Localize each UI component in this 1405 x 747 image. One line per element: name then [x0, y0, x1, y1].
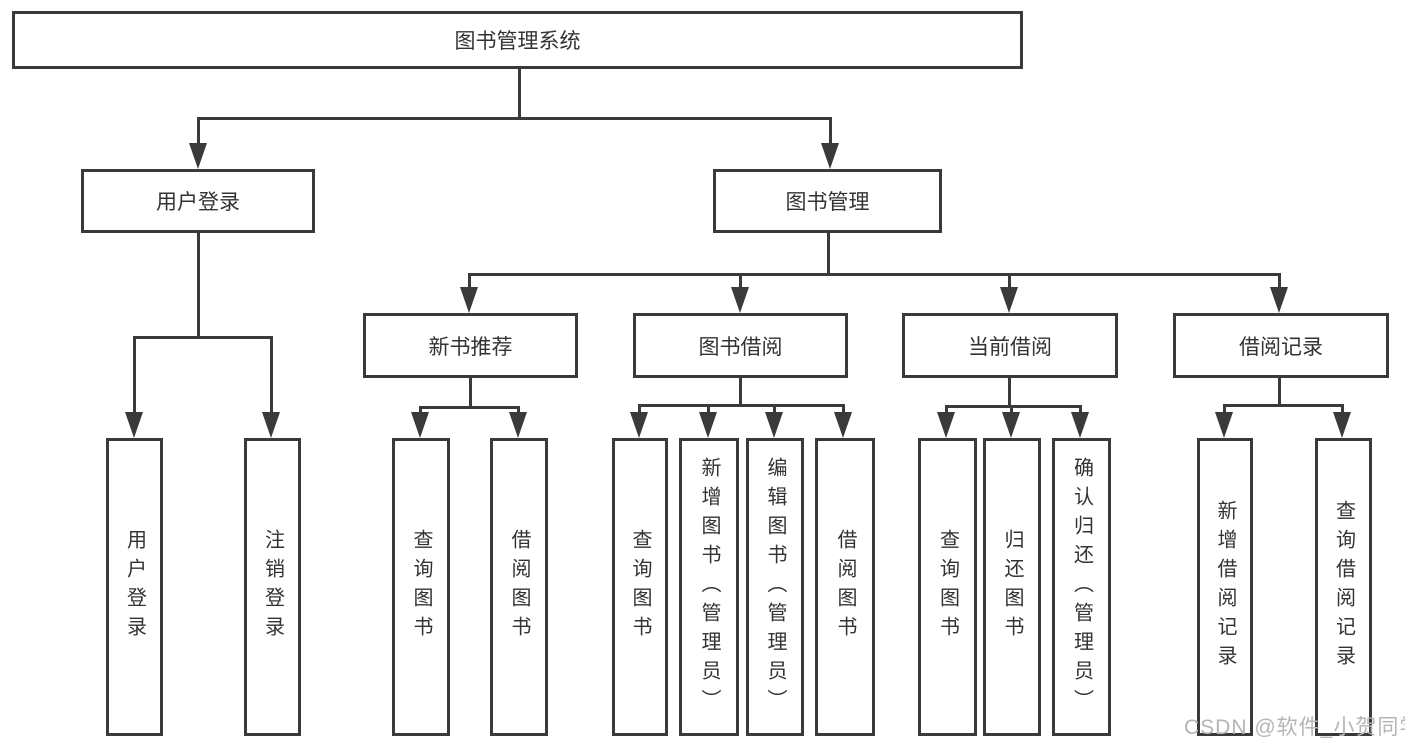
node-leaf-return-book: 归还图书: [983, 438, 1041, 736]
arrow-down-icon: [1071, 412, 1089, 438]
connector-records-drop-2: [1341, 404, 1344, 418]
connector-currentborrow-drop-2: [1010, 405, 1013, 418]
connector-newbook-bus: [419, 406, 520, 409]
connector-userlogin-stem: [197, 233, 200, 336]
connector-userlogin-bus: [133, 336, 273, 339]
connector-bookborrow-drop-3: [773, 404, 776, 418]
connector-newbook-stem: [469, 378, 472, 409]
arrow-down-icon: [1270, 287, 1288, 313]
arrow-down-icon: [125, 412, 143, 438]
node-leaf-logout: 注销登录: [244, 438, 301, 736]
connector-root-bus: [197, 117, 831, 120]
node-leaf-borrow-book-2: 借阅图书: [815, 438, 875, 736]
node-leaf-confirm-return-admin: 确认归还（管理员）: [1052, 438, 1111, 736]
arrow-down-icon: [1000, 287, 1018, 313]
node-leaf-borrow-book-1: 借阅图书: [490, 438, 548, 736]
connector-root-drop-right: [829, 117, 832, 147]
connector-bookmgmt-drop-4: [1278, 273, 1281, 291]
arrow-down-icon: [189, 143, 207, 169]
connector-bookborrow-bus: [638, 404, 845, 407]
arrow-down-icon: [731, 287, 749, 313]
connector-bookmgmt-bus: [468, 273, 1281, 276]
node-new-book-recommend: 新书推荐: [363, 313, 578, 378]
connector-currentborrow-bus: [945, 405, 1082, 408]
connector-records-bus: [1223, 404, 1344, 407]
node-current-borrow: 当前借阅: [902, 313, 1118, 378]
arrow-down-icon: [262, 412, 280, 438]
csdn-watermark: CSDN @软件_小贺同学: [1184, 716, 1405, 739]
node-leaf-query-book-2: 查询图书: [612, 438, 668, 736]
connector-records-stem: [1278, 378, 1281, 407]
connector-root-drop-left: [197, 117, 200, 147]
connector-currentborrow-drop-3: [1079, 405, 1082, 418]
connector-bookborrow-drop-1: [638, 404, 641, 418]
connector-bookborrow-drop-2: [707, 404, 710, 418]
node-root: 图书管理系统: [12, 11, 1023, 69]
node-leaf-query-book-3: 查询图书: [918, 438, 977, 736]
connector-bookmgmt-drop-1: [468, 273, 471, 291]
node-leaf-query-borrow-record: 查询借阅记录: [1315, 438, 1372, 736]
node-book-borrow: 图书借阅: [633, 313, 848, 378]
node-book-management: 图书管理: [713, 169, 942, 233]
node-user-login-group: 用户登录: [81, 169, 315, 233]
node-leaf-edit-book-admin: 编辑图书（管理员）: [746, 438, 804, 736]
connector-bookmgmt-drop-2: [739, 273, 742, 291]
arrow-down-icon: [821, 143, 839, 169]
connector-bookborrow-drop-4: [842, 404, 845, 418]
node-leaf-user-login: 用户登录: [106, 438, 163, 736]
arrow-down-icon: [1002, 412, 1020, 438]
node-leaf-query-book-1: 查询图书: [392, 438, 450, 736]
connector-currentborrow-stem: [1008, 378, 1011, 408]
arrow-down-icon: [699, 412, 717, 438]
arrow-down-icon: [630, 412, 648, 438]
connector-bookmgmt-drop-3: [1008, 273, 1011, 291]
arrow-down-icon: [411, 412, 429, 438]
node-leaf-add-book-admin: 新增图书（管理员）: [679, 438, 739, 736]
arrow-down-icon: [834, 412, 852, 438]
connector-records-drop-1: [1223, 404, 1226, 418]
node-borrow-records: 借阅记录: [1173, 313, 1389, 378]
arrow-down-icon: [937, 412, 955, 438]
connector-userlogin-drop-right: [270, 336, 273, 416]
arrow-down-icon: [509, 412, 527, 438]
arrow-down-icon: [1333, 412, 1351, 438]
arrow-down-icon: [460, 287, 478, 313]
connector-bookmgmt-stem: [827, 233, 830, 273]
connector-bookborrow-stem: [739, 378, 742, 407]
arrow-down-icon: [765, 412, 783, 438]
arrow-down-icon: [1215, 412, 1233, 438]
node-leaf-add-borrow-record: 新增借阅记录: [1197, 438, 1253, 736]
connector-userlogin-drop-left: [133, 336, 136, 416]
connector-root-stem: [518, 69, 521, 117]
connector-currentborrow-drop-1: [945, 405, 948, 418]
